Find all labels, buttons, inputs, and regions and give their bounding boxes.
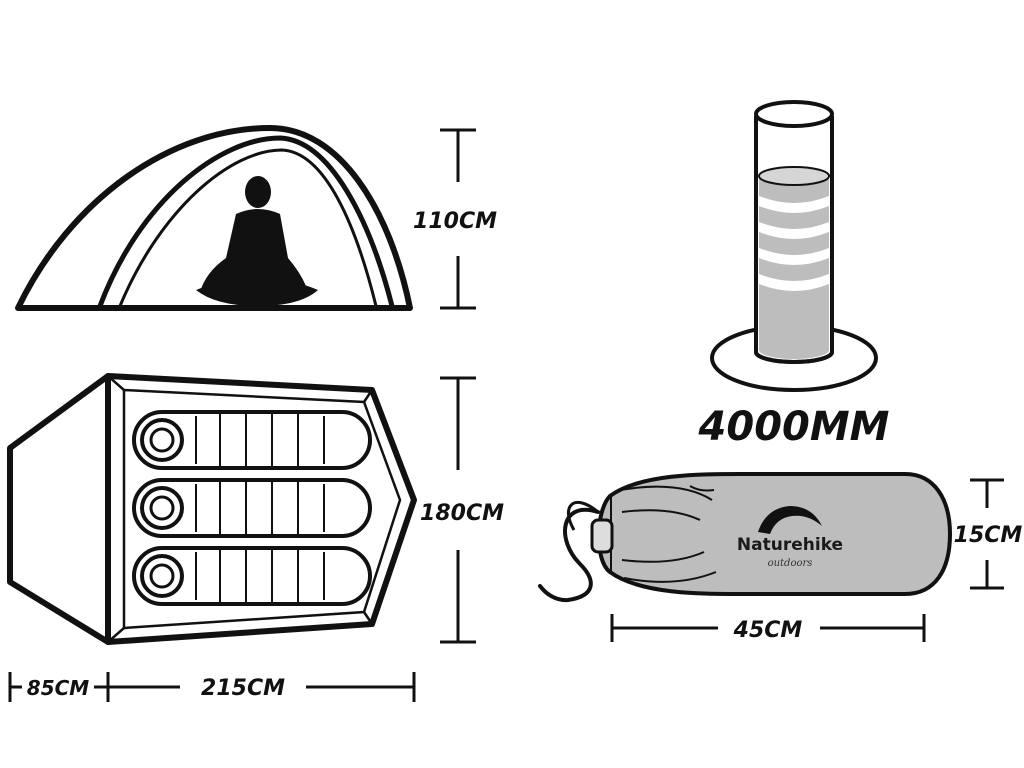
tent-top-view xyxy=(7,373,417,645)
tent-side-view xyxy=(15,125,413,311)
naturehike-logo-icon xyxy=(758,506,822,534)
tent-side-pole xyxy=(97,135,395,307)
sleeping-bag-2 xyxy=(132,478,372,538)
tent-side-pole-inner xyxy=(118,148,378,307)
length-dimension xyxy=(8,672,416,702)
pack-bag: Naturehike outdoors xyxy=(538,472,952,603)
sleeping-bag-1 xyxy=(132,410,372,470)
pack-length-dimension xyxy=(610,614,926,642)
pack-length-label: 45CM xyxy=(733,618,803,643)
brand-tagline: outdoors xyxy=(768,558,813,569)
pack-diameter-dimension xyxy=(970,478,1004,590)
height-label: 110CM xyxy=(413,209,497,234)
tent-top-inner-edge xyxy=(122,388,402,630)
vestibule-label: 85CM xyxy=(27,676,90,700)
sleeping-bag-3 xyxy=(132,546,372,606)
person-silhouette-icon xyxy=(196,176,318,306)
pack-diameter-label: 15CM xyxy=(954,523,1023,548)
width-dimension xyxy=(440,376,476,644)
length-label: 215CM xyxy=(201,676,285,701)
brand-name: Naturehike xyxy=(737,535,843,555)
waterproof-label: 4000MM xyxy=(698,404,890,450)
height-dimension xyxy=(440,128,476,310)
tent-side-outer xyxy=(15,125,413,311)
width-label: 180CM xyxy=(420,501,504,526)
water-column-icon xyxy=(710,100,878,392)
tent-top-vestibule xyxy=(7,373,111,645)
drawstring-cord xyxy=(538,507,600,603)
